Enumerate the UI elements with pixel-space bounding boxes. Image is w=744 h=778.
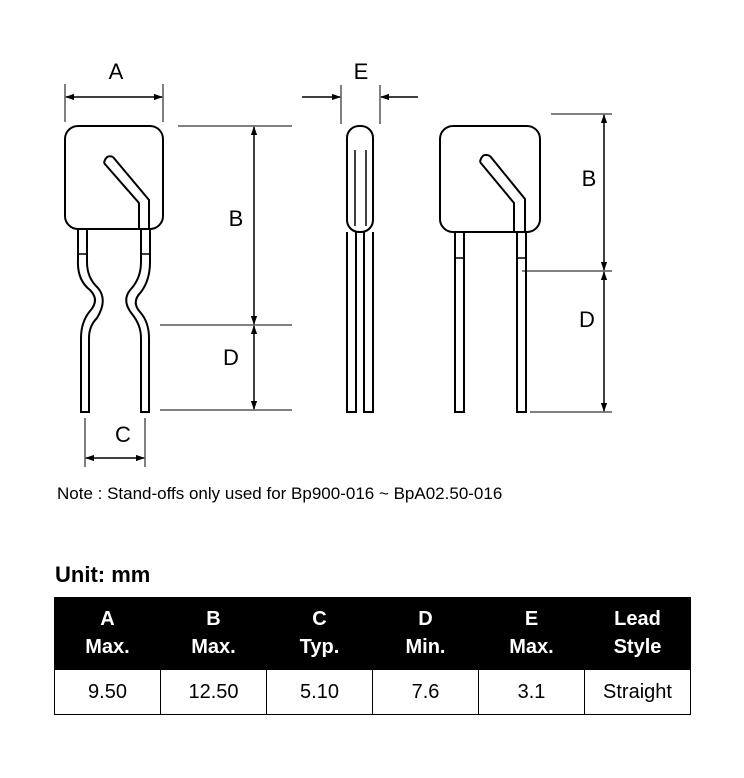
back-view-body [439,125,541,233]
side-view-lead-right [363,232,374,413]
cell-d-value: 7.6 [372,669,479,715]
back-view-left-lead [454,232,465,413]
dimension-d-front [160,325,292,411]
dimension-d-back [530,271,612,413]
dimension-b-front [160,125,292,326]
front-view-left-lead [76,229,104,413]
component-dimension-drawing: A B D C E B D [64,59,612,467]
front-view-component [64,125,164,413]
dimension-e-label: E [354,59,369,84]
dimension-d-back-label: D [579,307,595,332]
cell-c-value: 5.10 [266,669,373,715]
back-view-right-lead [516,232,527,413]
side-view-component [346,125,374,413]
stand-off-note: Note : Stand-offs only used for Bp900-01… [57,484,503,503]
unit-heading: Unit: mm [55,562,151,587]
dimension-c [84,418,146,467]
cell-b-value: 12.50 [160,669,267,715]
cell-a-value: 9.50 [54,669,161,715]
dimension-a-label: A [109,59,124,84]
dimension-e [302,85,418,124]
front-view-right-lead [125,229,151,413]
front-view-body [64,125,164,230]
side-view-body [346,125,374,233]
dimension-a [64,84,164,122]
dimension-b-back [522,113,612,272]
dimension-d-front-label: D [223,345,239,370]
cell-lead-style-value: Straight [584,669,691,715]
cell-e-value: 3.1 [478,669,585,715]
dimension-c-label: C [115,422,131,447]
side-view-lead-left [346,232,357,413]
table-row: 9.50 12.50 5.10 7.6 3.1 Straight [54,669,691,715]
dimension-b-front-label: B [229,206,244,231]
dimension-b-back-label: B [582,166,597,191]
back-view-component [439,125,541,413]
